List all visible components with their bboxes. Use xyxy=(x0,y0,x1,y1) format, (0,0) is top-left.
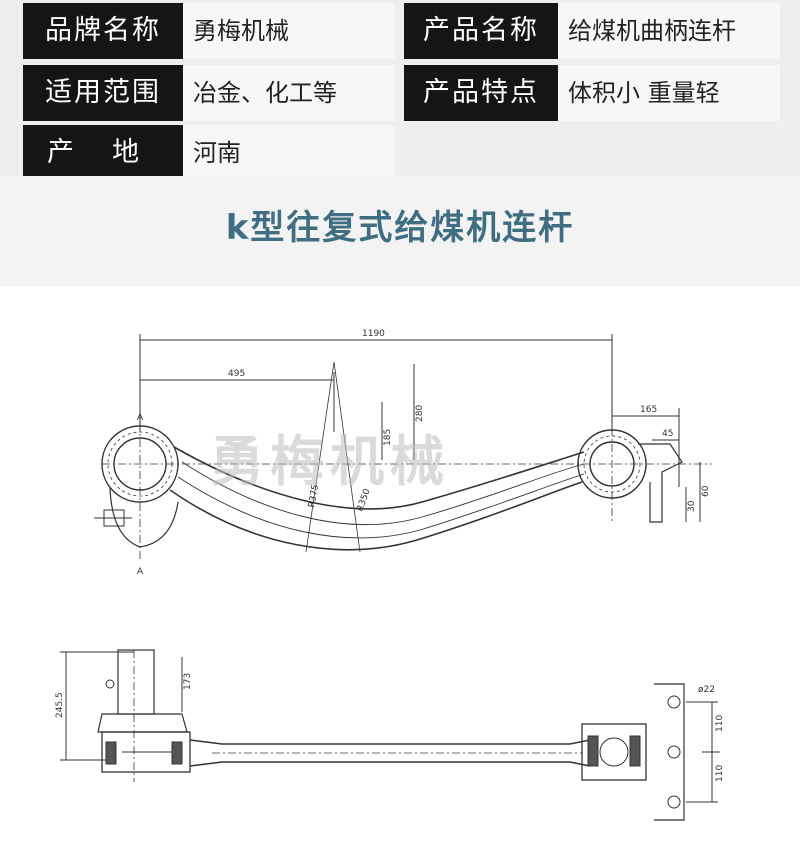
page-title: k型往复式给煤机连杆 xyxy=(225,208,575,248)
section-a-bottom: A xyxy=(137,567,144,577)
dim-165: 165 xyxy=(640,405,657,415)
right-bracket xyxy=(638,443,683,523)
left-mount-post xyxy=(117,649,155,715)
dim-r375: R375 xyxy=(307,484,321,509)
headline-band xyxy=(0,176,800,286)
product-value: 给煤机曲柄连杆 xyxy=(558,3,780,59)
origin-value: 河南 xyxy=(183,125,395,181)
right-bearing-block xyxy=(581,723,647,781)
scope-label: 适用范围 xyxy=(23,65,183,121)
dim-60: 60 xyxy=(701,485,711,497)
dim-phi22: ø22 xyxy=(698,685,715,695)
spec-row-2: 适用范围 冶金、化工等 产品特点 体积小 重量轻 xyxy=(0,65,800,121)
feature-label: 产品特点 xyxy=(404,65,558,121)
shaft-bottom xyxy=(189,761,591,767)
product-label: 产品名称 xyxy=(404,3,558,59)
dim-110-bottom: 110 xyxy=(715,765,725,782)
spec-row-1: 品牌名称 勇梅机械 产品名称 给煤机曲柄连杆 xyxy=(0,3,800,59)
dim-185: 185 xyxy=(383,429,393,446)
scope-value: 冶金、化工等 xyxy=(183,65,395,121)
left-bearing-block xyxy=(101,731,191,773)
right-hub-outer xyxy=(577,429,647,499)
shaft-top xyxy=(189,739,591,745)
dim-245-5: 245.5 xyxy=(55,692,65,718)
right-hub-inner xyxy=(589,441,635,487)
origin-label: 产地 xyxy=(23,125,183,181)
technical-drawing: 1190 495 280 185 165 45 60 30 R375 R350 … xyxy=(22,312,778,848)
right-plate xyxy=(654,683,685,821)
left-boss xyxy=(109,487,179,548)
arm-lower-edge xyxy=(169,481,583,551)
dim-110-top: 110 xyxy=(715,715,725,732)
arm-upper-edge xyxy=(173,446,585,510)
watermark: 勇梅机械 xyxy=(210,430,450,493)
dim-45: 45 xyxy=(662,429,673,439)
brand-label: 品牌名称 xyxy=(23,3,183,59)
dim-495: 495 xyxy=(228,369,245,379)
drawing-svg: 1190 495 280 185 165 45 60 30 R375 R350 … xyxy=(55,329,725,821)
feature-value: 体积小 重量轻 xyxy=(558,65,780,121)
dim-280: 280 xyxy=(415,405,425,422)
brand-value: 勇梅机械 xyxy=(183,3,395,59)
left-hub-inner xyxy=(113,437,167,491)
section-a-top: A xyxy=(137,413,144,423)
spec-row-3: 产地 河南 xyxy=(0,125,800,181)
dim-1190: 1190 xyxy=(362,329,385,339)
dim-173: 173 xyxy=(183,673,193,690)
left-hub-outer xyxy=(101,425,179,503)
dim-30: 30 xyxy=(687,500,697,512)
spec-table: 品牌名称 勇梅机械 产品名称 给煤机曲柄连杆 适用范围 冶金、化工等 产品特点 … xyxy=(0,0,800,181)
